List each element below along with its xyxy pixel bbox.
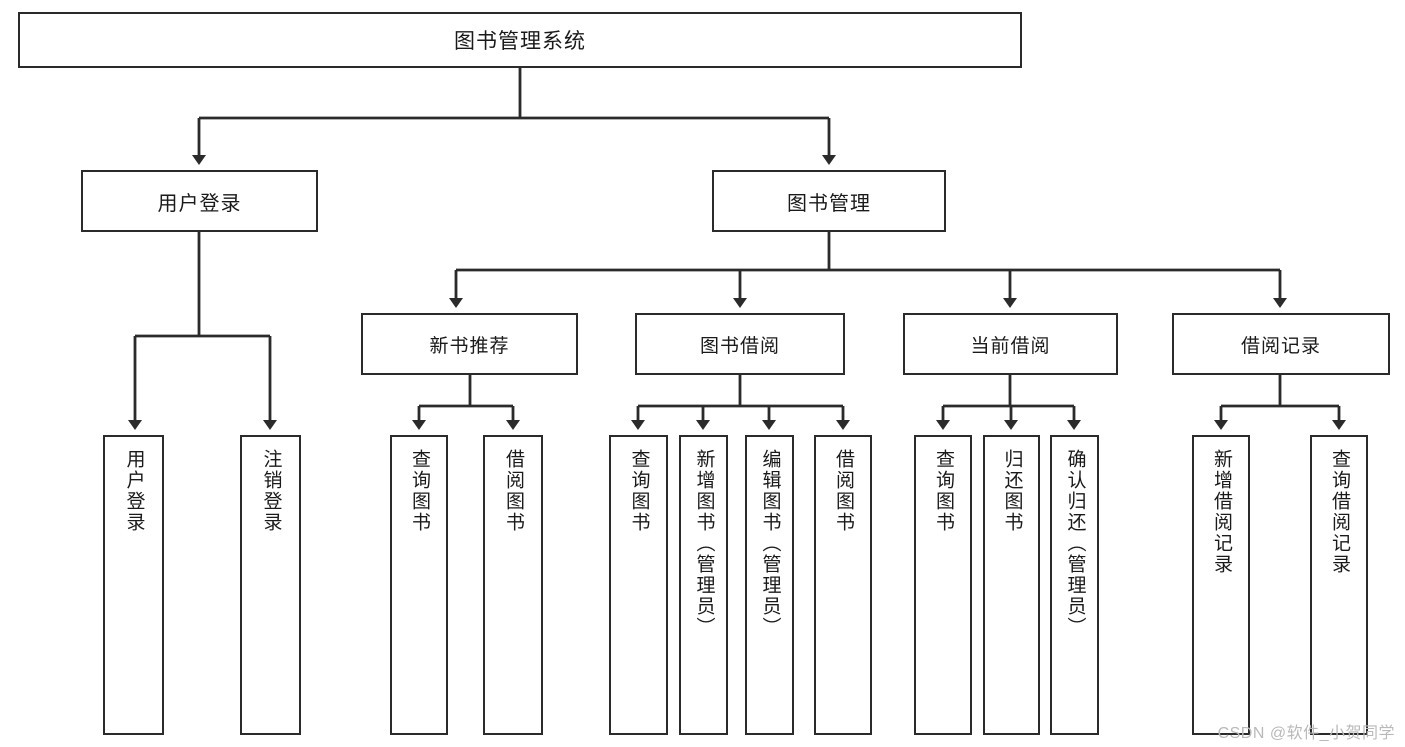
leaf-node[interactable]: 查询图书 <box>609 435 668 735</box>
leaf-node[interactable]: 编辑图书（管理员） <box>745 435 794 735</box>
leaf-node[interactable]: 借阅图书 <box>814 435 872 735</box>
node-book-management[interactable]: 图书管理 <box>712 170 946 232</box>
node-current-borrow[interactable]: 当前借阅 <box>903 313 1118 375</box>
leaf-node-label: 归还图书 <box>1001 449 1023 533</box>
leaf-node[interactable]: 用户登录 <box>103 435 164 735</box>
node-new-book-recommend[interactable]: 新书推荐 <box>361 313 578 375</box>
leaf-node[interactable]: 查询图书 <box>914 435 972 735</box>
node-user-login[interactable]: 用户登录 <box>81 170 318 232</box>
leaf-node[interactable]: 注销登录 <box>240 435 301 735</box>
leaf-node-label: 编辑图书（管理员） <box>759 449 781 638</box>
node-user-login-label: 用户登录 <box>157 192 242 215</box>
leaf-node[interactable]: 归还图书 <box>983 435 1040 735</box>
leaf-node-label: 借阅图书 <box>502 449 524 533</box>
node-borrow-record[interactable]: 借阅记录 <box>1172 313 1390 375</box>
leaf-node-label: 查询图书 <box>408 449 430 533</box>
node-book-borrow-label: 图书借阅 <box>699 335 780 357</box>
leaf-node[interactable]: 借阅图书 <box>483 435 543 735</box>
leaf-node-label: 用户登录 <box>123 449 145 533</box>
leaf-node-label: 新增图书（管理员） <box>693 449 715 638</box>
node-root[interactable]: 图书管理系统 <box>18 12 1022 68</box>
node-root-label: 图书管理系统 <box>454 30 586 53</box>
watermark: CSDN @软件_小贺同学 <box>1217 725 1395 742</box>
leaf-node-label: 查询图书 <box>932 449 954 533</box>
node-current-borrow-label: 当前借阅 <box>970 335 1051 357</box>
leaf-node-label: 查询图书 <box>628 449 650 533</box>
node-new-book-recommend-label: 新书推荐 <box>429 335 510 357</box>
leaf-node[interactable]: 确认归还（管理员） <box>1050 435 1099 735</box>
leaf-node[interactable]: 新增借阅记录 <box>1192 435 1250 735</box>
leaf-node[interactable]: 新增图书（管理员） <box>679 435 728 735</box>
node-book-management-label: 图书管理 <box>787 192 871 215</box>
leaf-node-label: 注销登录 <box>260 449 282 533</box>
leaf-node-label: 新增借阅记录 <box>1210 449 1232 575</box>
node-borrow-record-label: 借阅记录 <box>1240 335 1321 357</box>
leaf-node-label: 借阅图书 <box>832 449 854 533</box>
leaf-node[interactable]: 查询借阅记录 <box>1310 435 1368 735</box>
leaf-node-label: 查询借阅记录 <box>1328 449 1350 575</box>
leaf-node-label: 确认归还（管理员） <box>1064 449 1086 638</box>
leaf-node[interactable]: 查询图书 <box>390 435 448 735</box>
node-book-borrow[interactable]: 图书借阅 <box>635 313 845 375</box>
